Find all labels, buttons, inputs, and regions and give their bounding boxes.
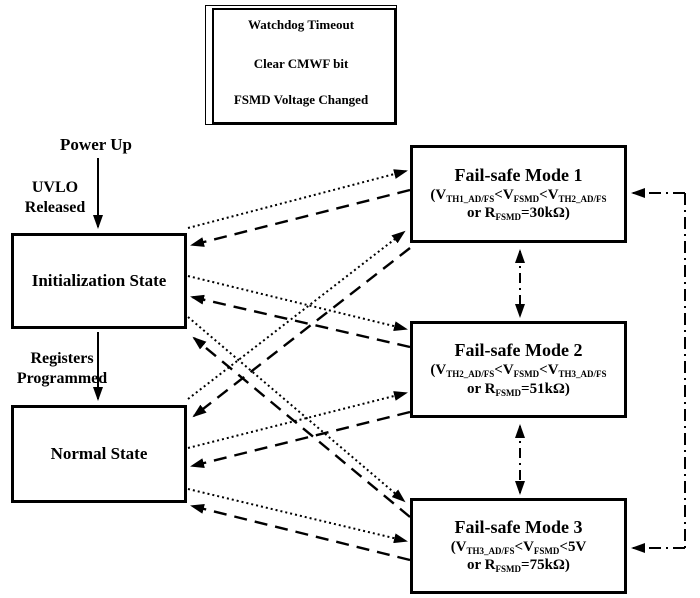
mode3-condition: (VTH3_AD/FS<VFSMD<5V [450,538,587,556]
mode2-condition: (VTH2_AD/FS<VFSMD<VTH3_AD/FS [430,362,607,380]
normal-state-box: Normal State [11,405,187,503]
arrow-mode3-to-init-clear [192,336,411,518]
arrow-mode2-to-normal-clear [190,410,411,468]
fail-safe-mode-1-box: Fail-safe Mode 1 (VTH1_AD/FS<VFSMD<VTH2_… [410,145,627,243]
power-up-label: Power Up [60,135,132,154]
legend-label-fsmd-voltage: FSMD Voltage Changed [233,92,369,107]
legend-box [212,8,396,124]
arrow-normal-to-mode1-watchdog [187,230,406,400]
arrow-mode1-to-init-clear [190,188,411,247]
mode3-condition2: or RFSMD=75kΩ) [467,557,570,575]
uvlo-released-label: UVLO Released [24,179,86,216]
legend-outer-frame [205,5,397,125]
arrow-mode2-to-init-clear [190,294,411,349]
initialization-state-box: Initialization State [11,233,187,329]
registers-programmed-label: Registers Programmed [16,350,108,387]
mode3-title: Fail-safe Mode 3 [454,516,583,537]
arrow-mode3-to-normal-clear [190,504,411,562]
mode1-condition: (VTH1_AD/FS<VFSMD<VTH2_AD/FS [430,186,607,204]
arrow-init-to-mode3-watchdog [187,316,406,503]
arrow-normal-to-mode3-watchdog [187,488,408,544]
arrow-mode1-to-normal-clear [192,247,411,418]
mode2-condition2: or RFSMD=51kΩ) [467,380,570,398]
mode1-condition2: or RFSMD=30kΩ) [467,205,570,223]
mode1-title: Fail-safe Mode 1 [454,164,583,185]
normal-state-label: Normal State [50,444,148,463]
fail-safe-mode-2-box: Fail-safe Mode 2 (VTH2_AD/FS<VFSMD<VTH3_… [410,321,627,418]
mode2-title: Fail-safe Mode 2 [454,340,583,361]
legend-label-watchdog: Watchdog Timeout [247,17,355,32]
fail-safe-mode-3-box: Fail-safe Mode 3 (VTH3_AD/FS<VFSMD<5V or… [410,498,627,594]
legend-label-clear-cmwf: Clear CMWF bit [253,56,349,71]
initialization-state-label: Initialization State [31,271,167,290]
arrow-init-to-mode2-watchdog [187,275,408,332]
